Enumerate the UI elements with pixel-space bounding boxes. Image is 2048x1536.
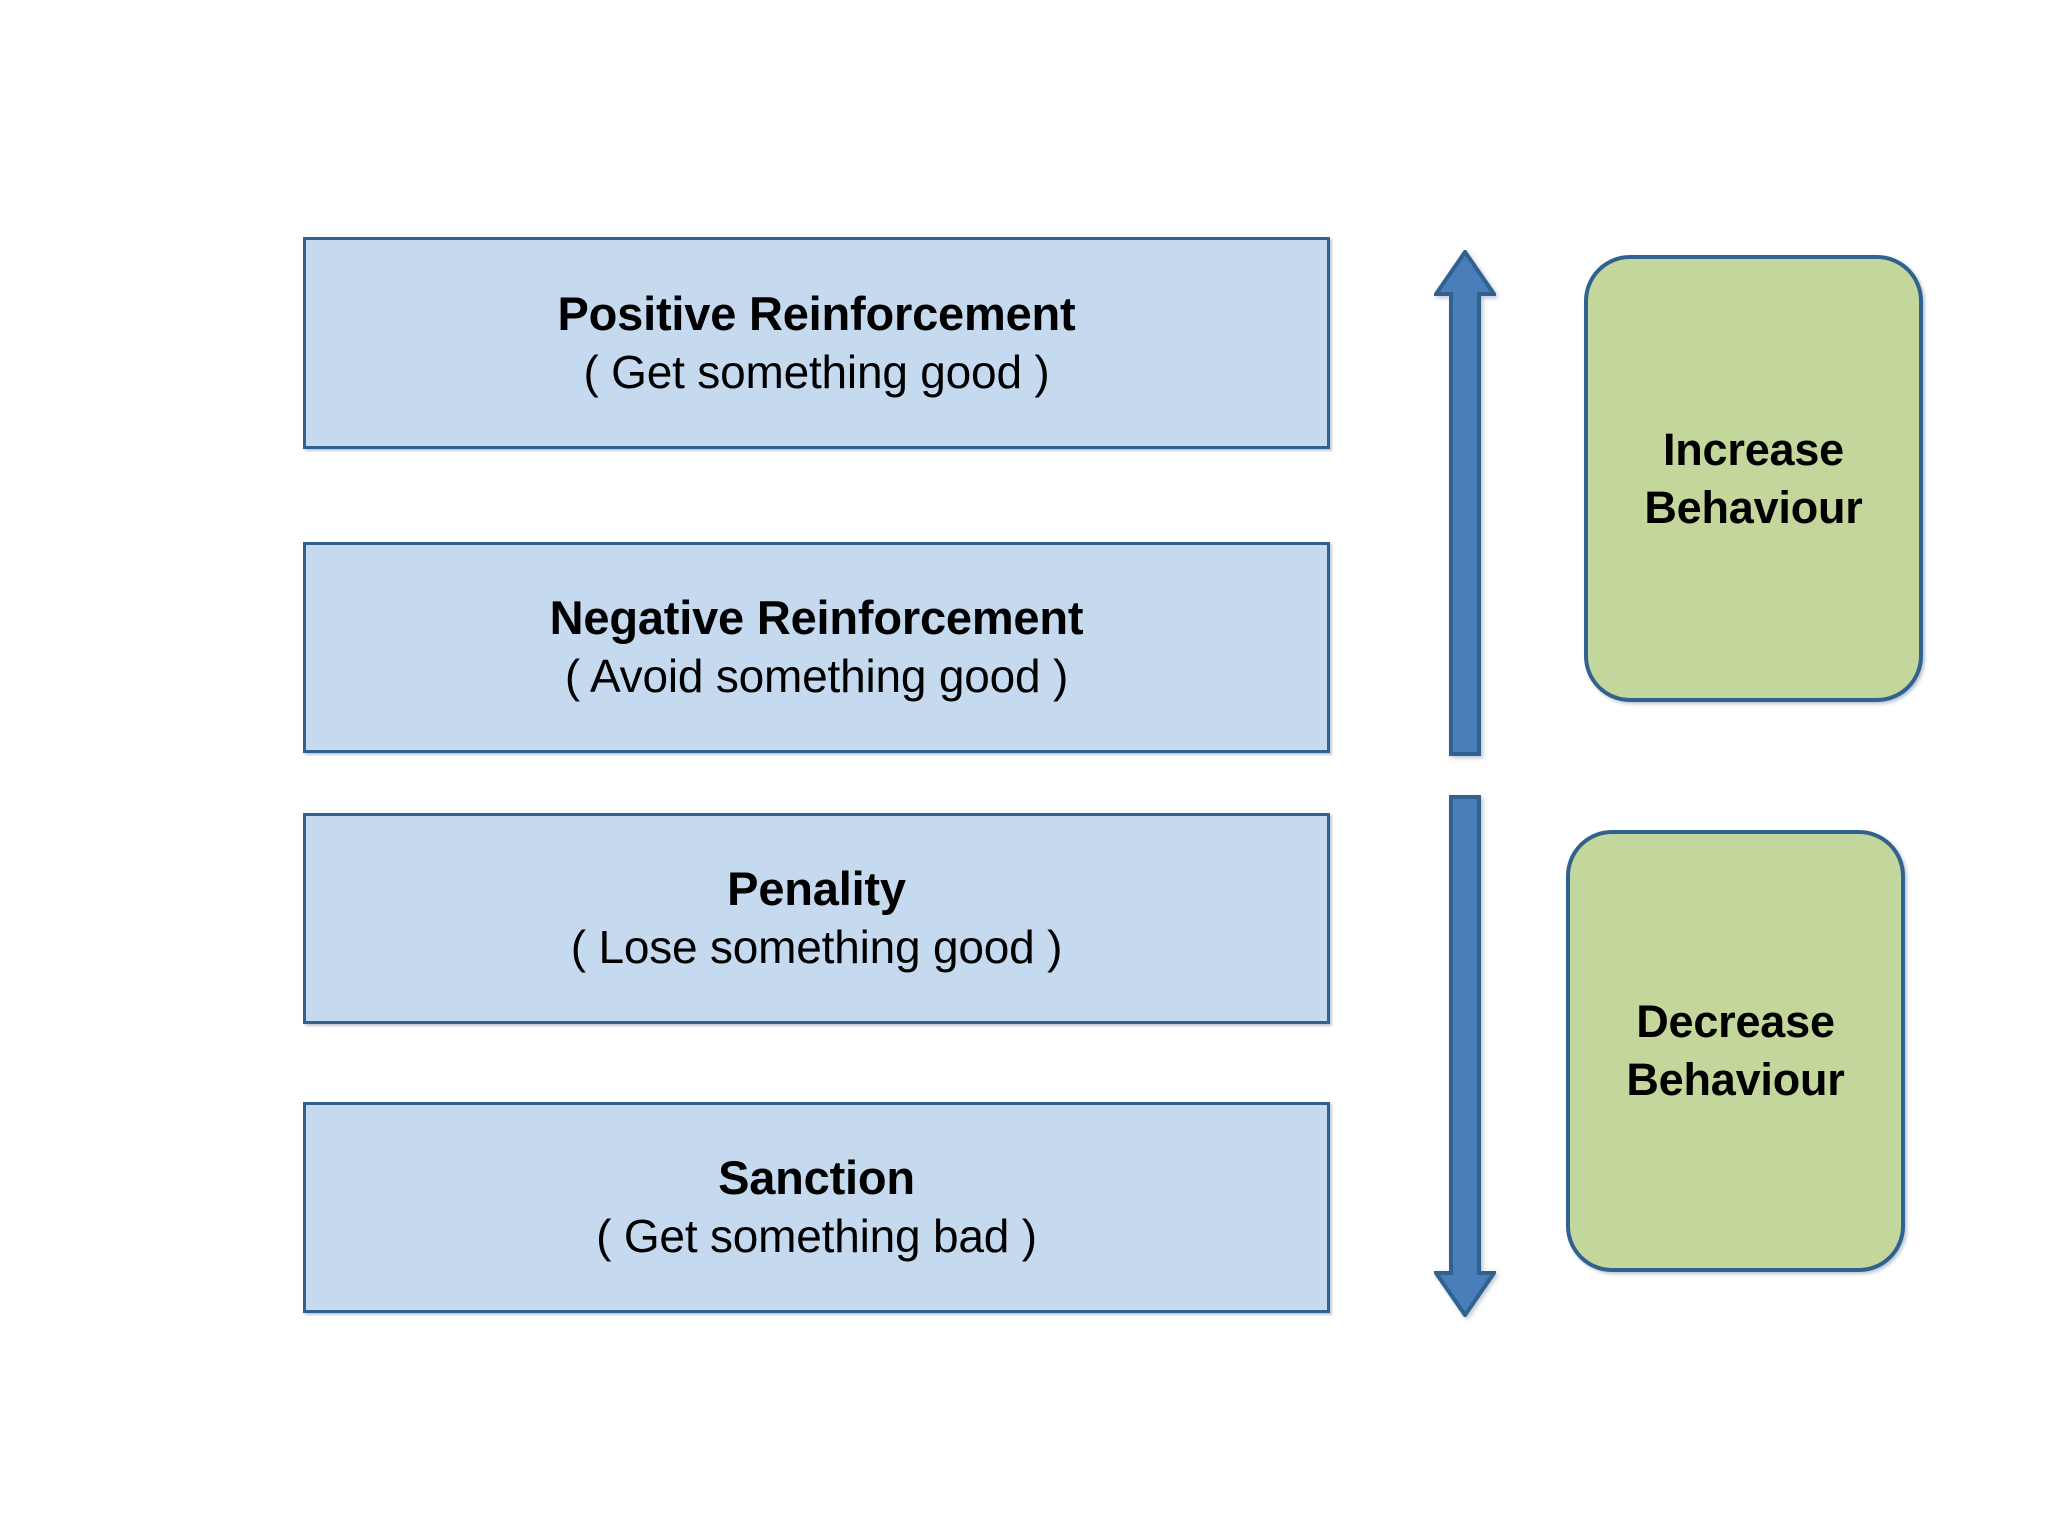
concept-subtitle: ( Avoid something good ) — [564, 650, 1069, 703]
concept-subtitle: ( Lose something good ) — [570, 921, 1063, 974]
concept-box-positive-reinforcement[interactable]: Positive Reinforcement ( Get something g… — [303, 237, 1330, 449]
arrow-down-icon — [1434, 795, 1496, 1317]
outcome-box-decrease-behaviour[interactable]: Decrease Behaviour — [1566, 830, 1905, 1272]
concept-title: Penality — [727, 862, 906, 916]
outcome-line-2: Behaviour — [1644, 481, 1863, 533]
concept-box-sanction[interactable]: Sanction ( Get something bad ) — [303, 1102, 1330, 1313]
outcome-line-1: Increase — [1662, 423, 1845, 475]
concept-subtitle: ( Get something bad ) — [596, 1210, 1037, 1263]
arrow-up-icon — [1434, 250, 1496, 756]
concept-title: Sanction — [718, 1151, 915, 1205]
concept-box-negative-reinforcement[interactable]: Negative Reinforcement ( Avoid something… — [303, 542, 1330, 753]
outcome-line-1: Decrease — [1636, 996, 1835, 1048]
outcome-line-2: Behaviour — [1626, 1054, 1845, 1105]
concept-title: Negative Reinforcement — [549, 591, 1084, 645]
outcome-box-increase-behaviour[interactable]: Increase Behaviour — [1584, 255, 1923, 702]
concept-title: Positive Reinforcement — [557, 286, 1076, 340]
concept-subtitle: ( Get something good ) — [583, 345, 1050, 398]
concept-box-penality[interactable]: Penality ( Lose something good ) — [303, 813, 1330, 1024]
